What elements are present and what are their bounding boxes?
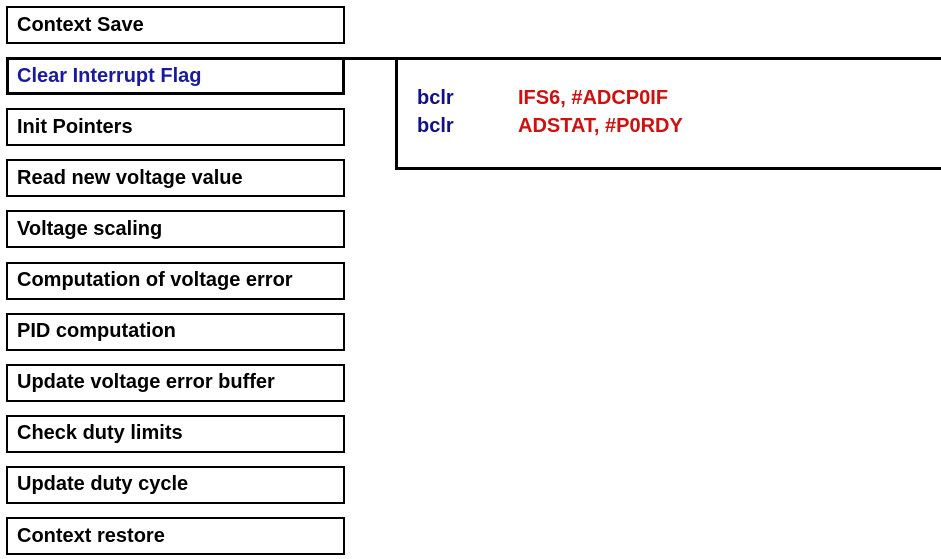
step-check-duty-limits: Check duty limits [6,414,345,453]
step-voltage-scaling: Voltage scaling [6,210,345,249]
step-clear-interrupt-flag: Clear Interrupt Flag [6,57,345,96]
step-init-pointers: Init Pointers [6,108,345,147]
step-computation-of-voltage-error: Computation of voltage error [6,261,345,300]
step-context-restore: Context restore [6,517,345,555]
code-operand: ADSTAT, #P0RDY [518,114,683,137]
code-line: bclr ADSTAT, #P0RDY [417,112,683,140]
code-mnemonic: bclr [417,114,454,137]
step-pid-computation: PID computation [6,312,345,351]
code-mnemonic: bclr [417,86,454,109]
code-box-left-border [395,57,398,170]
code-operand: IFS6, #ADCP0IF [518,86,669,109]
code-box-bottom-border [395,167,941,170]
step-context-save: Context Save [6,6,345,44]
code-line: bclr IFS6, #ADCP0IF [417,84,668,112]
step-update-duty-cycle: Update duty cycle [6,465,345,504]
step-update-voltage-error-buffer: Update voltage error buffer [6,363,345,402]
step-read-new-voltage-value: Read new voltage value [6,159,345,198]
connector-top-line [345,57,941,60]
